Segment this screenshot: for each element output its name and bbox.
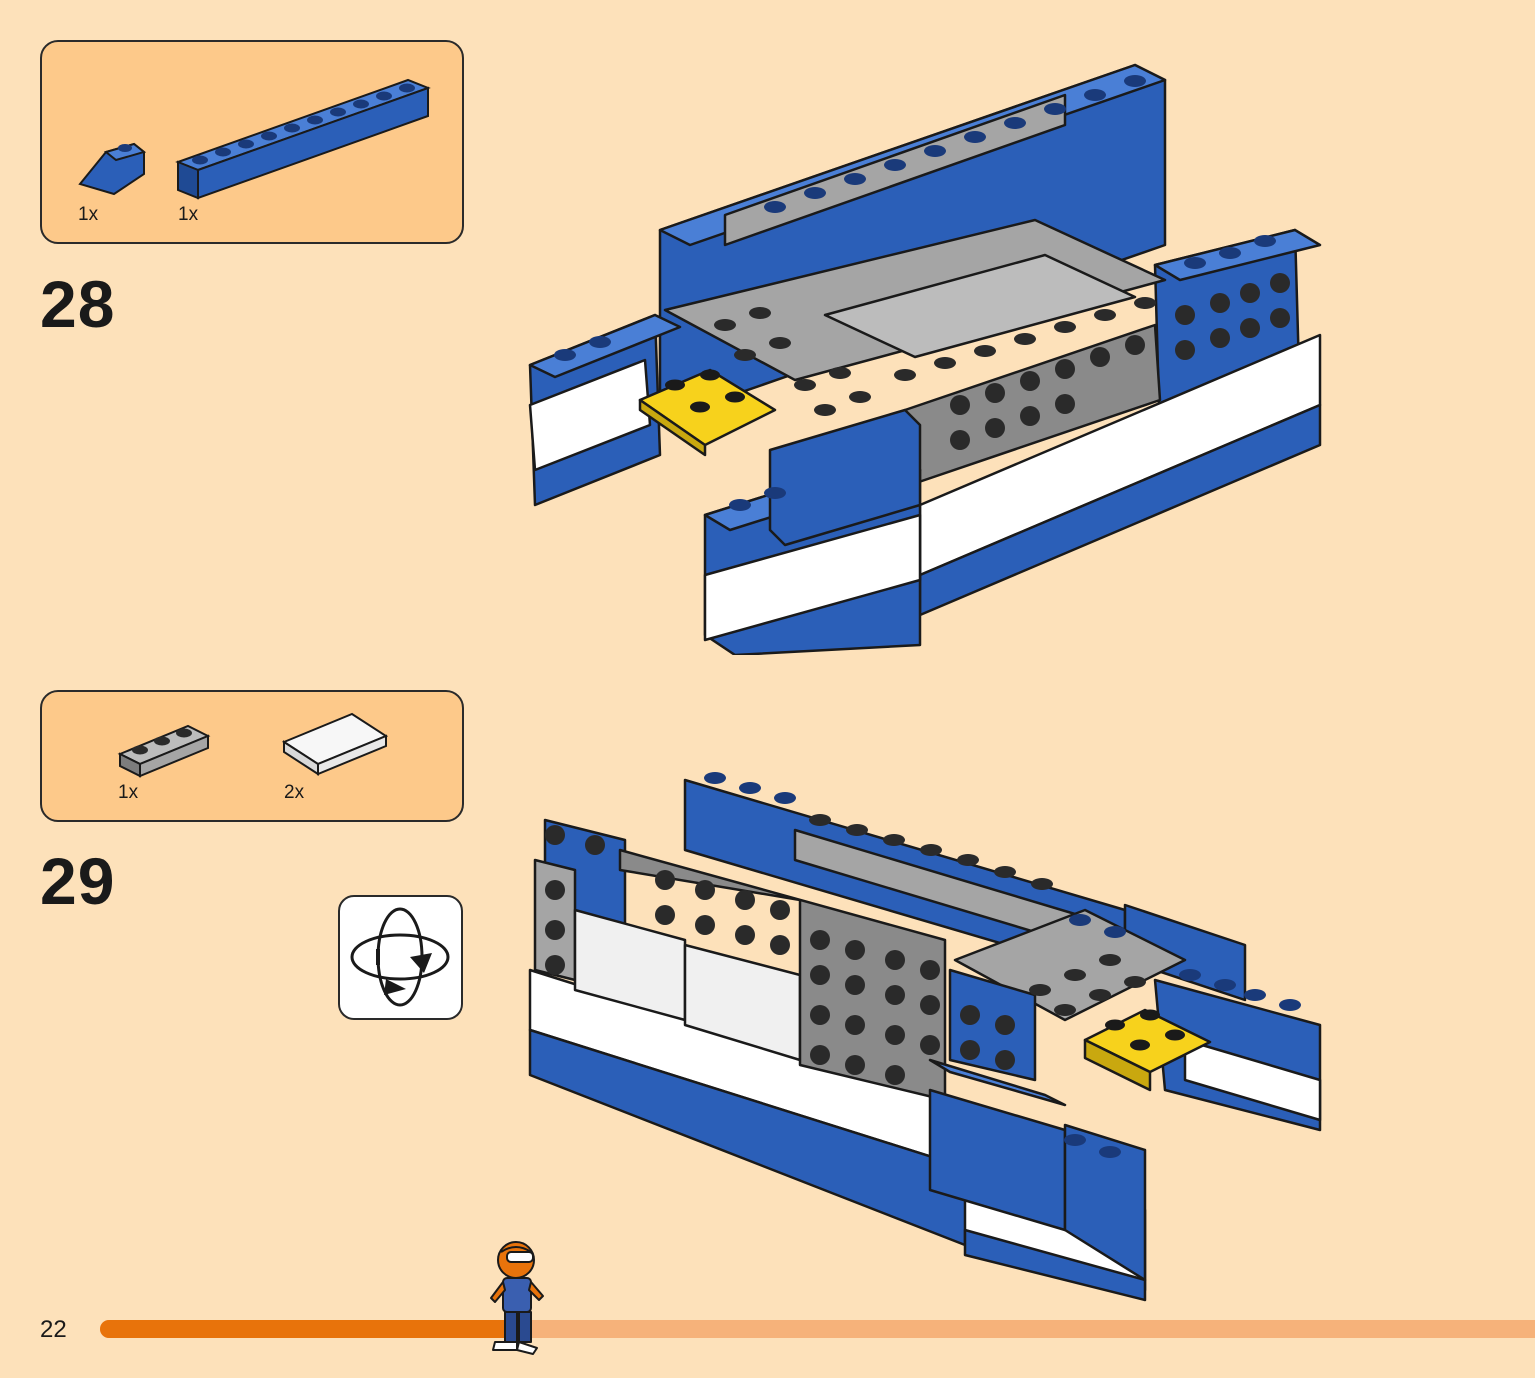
rotate-model-icon <box>338 895 463 1020</box>
parts-callout-step-28: 1x 1x <box>40 40 464 244</box>
blue-slope-brick-icon <box>78 142 147 196</box>
parts-callout-step-29: 1x 2x <box>40 690 464 822</box>
step-number: 28 <box>40 267 116 341</box>
step-number: 29 <box>40 844 116 918</box>
white-tile-icon <box>281 712 389 776</box>
progress-bar-fill <box>100 1320 517 1338</box>
build-step-28-model <box>528 63 1322 655</box>
part-qty: 1x <box>118 782 139 803</box>
build-step-29-model <box>528 772 1322 1302</box>
rotate-arrows-icon <box>350 907 450 1007</box>
gray-1x3-plate-icon <box>117 724 211 778</box>
progress-bar <box>100 1320 1535 1338</box>
part-qty: 2x <box>284 782 305 803</box>
blue-1x10-brick-icon <box>175 78 431 200</box>
part-qty: 1x <box>178 204 199 225</box>
part-qty: 1x <box>78 204 99 225</box>
page-number: 22 <box>40 1316 67 1343</box>
minifigure-icon <box>490 1241 545 1355</box>
